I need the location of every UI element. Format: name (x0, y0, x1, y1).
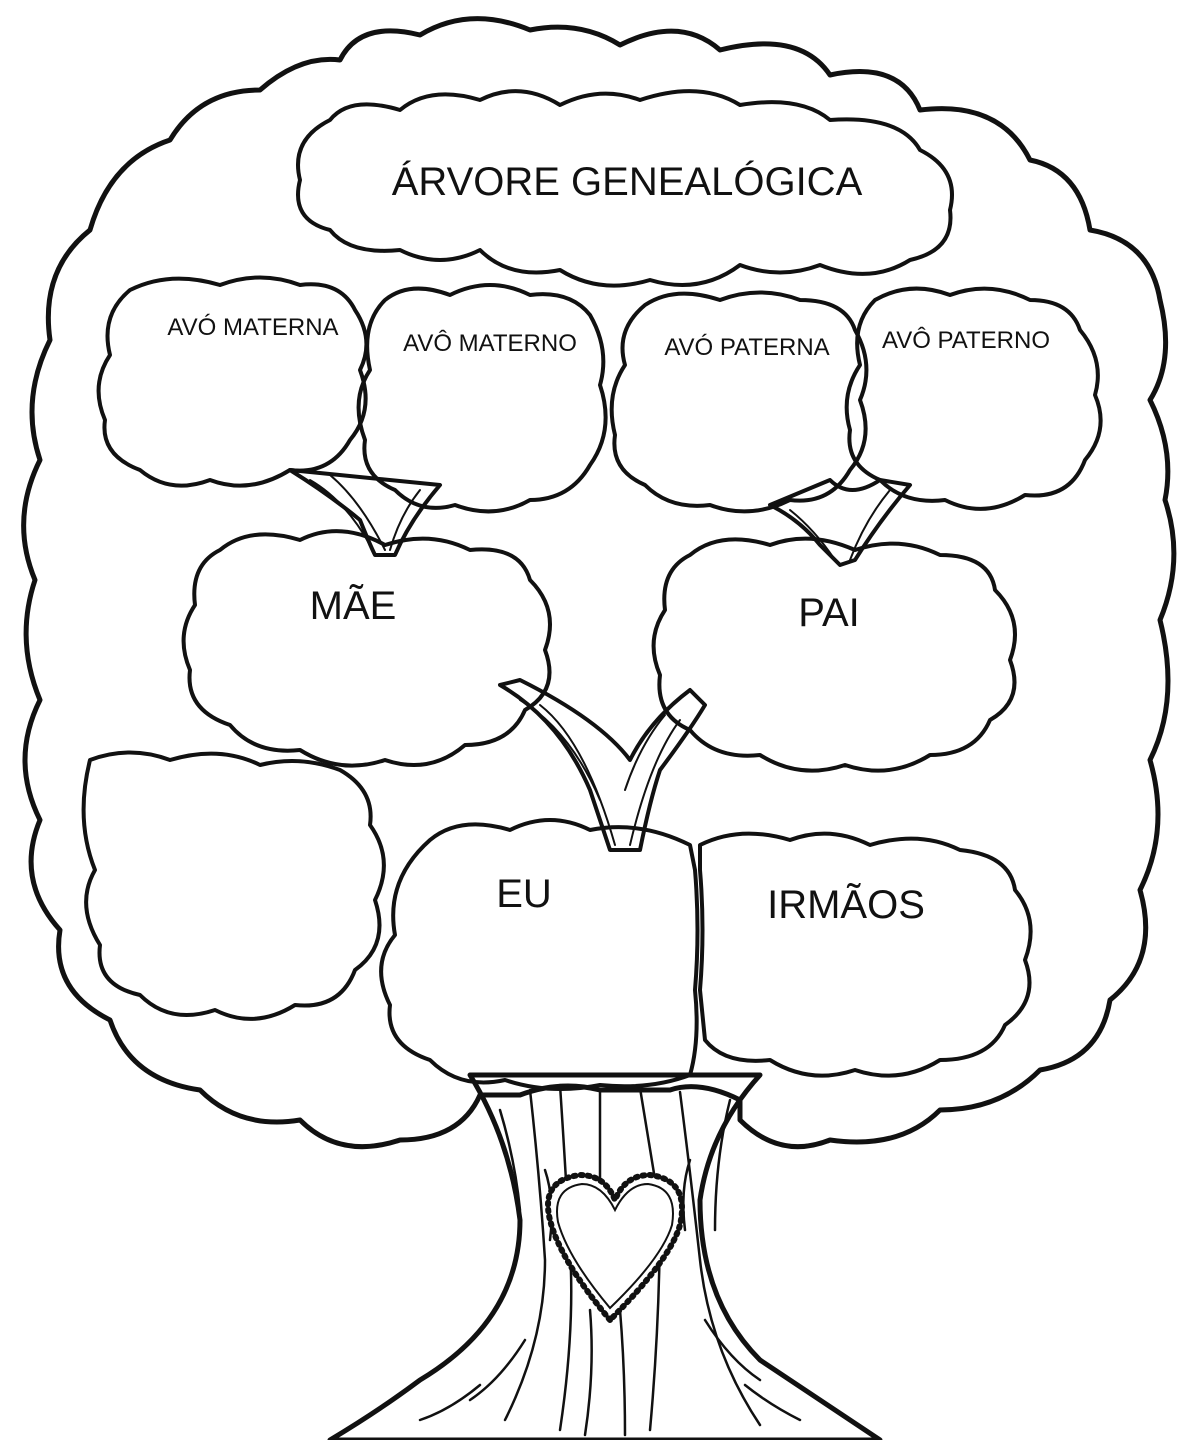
page-title: ÁRVORE GENEALÓGICA (391, 160, 863, 204)
label-mother: MÃE (309, 584, 397, 628)
label-paternal-grandmother: AVÓ PATERNA (664, 334, 830, 361)
label-siblings: IRMÃOS (767, 883, 925, 927)
label-paternal-grandfather: AVÔ PATERNO (881, 327, 1051, 354)
label-maternal-grandfather: AVÔ MATERNO (403, 330, 577, 357)
label-maternal-grandmother: AVÓ MATERNA (167, 314, 339, 341)
heart-carving (545, 1171, 685, 1325)
tree-canopy (21, 16, 1177, 1150)
label-me: EU (496, 872, 552, 916)
tree-branches (288, 468, 912, 852)
section-outlines (81, 89, 1103, 1091)
label-father: PAI (798, 591, 860, 635)
